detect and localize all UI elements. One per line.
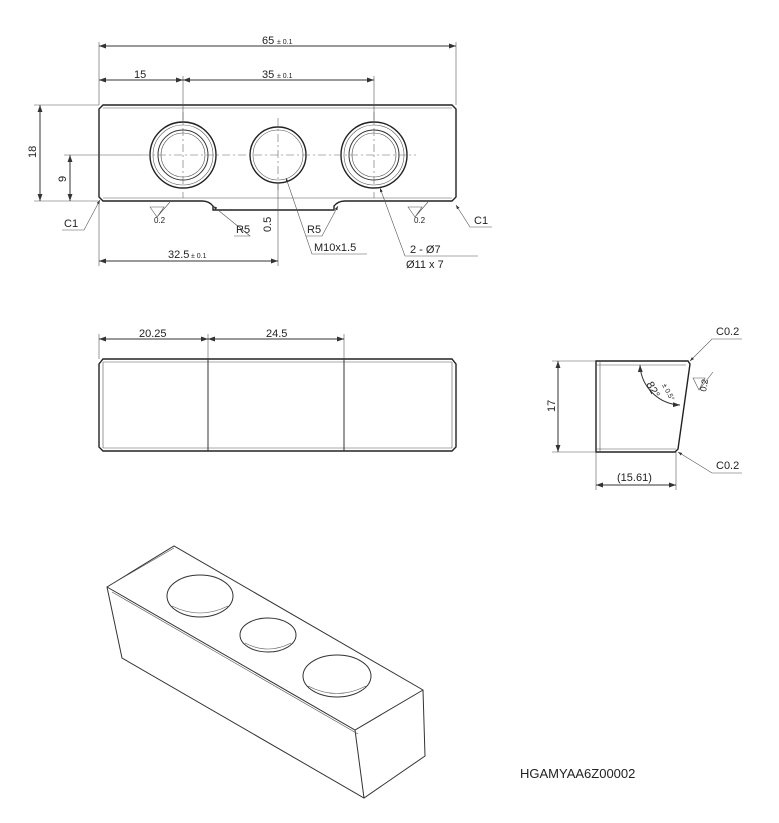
front-dim-1: 20.25	[139, 328, 167, 340]
dim-hole-pitch-tol: ± 0.1	[277, 73, 293, 80]
counterbore-spec: Ø11 x 7	[406, 259, 444, 271]
front-view-outline	[98, 358, 457, 452]
iso-hole-right	[302, 654, 372, 698]
recess-depth: 0.5	[262, 217, 274, 232]
dim-overall-length: 65	[262, 35, 274, 47]
dim-offset-left: 15	[134, 69, 146, 81]
side-dim-width: (15.61)	[617, 472, 652, 484]
side-view-outline	[595, 360, 691, 453]
side-angle: 82°	[643, 380, 661, 400]
side-chamfer-bottom: C0.2	[716, 460, 739, 472]
hole-spec: 2 - Ø7	[410, 244, 441, 256]
front-dim-2: 24.5	[266, 328, 287, 340]
roughness-left: 0.2	[154, 216, 166, 225]
dim-hole-pitch: 35	[262, 69, 274, 81]
thread-spec: M10x1.5	[314, 242, 356, 254]
chamfer-right: C1	[474, 215, 488, 227]
dim-center-offset-tol: ± 0.1	[191, 253, 207, 260]
front-view: 20.25 24.5	[98, 328, 457, 452]
side-dim-height: 17	[546, 400, 558, 412]
dim-center-offset: 32.5	[168, 249, 189, 261]
dim-height: 18	[27, 146, 39, 158]
top-view: 65 ± 0.1 15 35 ± 0.1 18 9 C1 C1 0.2 0.2 …	[27, 35, 492, 271]
side-chamfer-top: C0.2	[716, 326, 739, 338]
iso-hole-middle	[239, 617, 297, 653]
side-roughness: 0.2	[698, 378, 710, 392]
iso-outline	[106, 545, 426, 799]
dim-overall-length-tol: ± 0.1	[277, 39, 293, 46]
part-code: HGAMYAA6Z00002	[520, 766, 635, 781]
radius-right: R5	[307, 224, 321, 236]
isometric-view	[106, 545, 426, 799]
radius-left: R5	[236, 224, 250, 236]
chamfer-left: C1	[64, 218, 78, 230]
dim-half-height: 9	[57, 176, 69, 182]
iso-hole-left	[166, 574, 234, 618]
side-view: 17 82° ± 0.5° 0.2 C0.2 C0.2 (15.61)	[546, 326, 742, 490]
roughness-right: 0.2	[414, 216, 426, 225]
side-angle-tol: ± 0.5°	[660, 382, 676, 402]
top-view-outline	[98, 104, 457, 211]
